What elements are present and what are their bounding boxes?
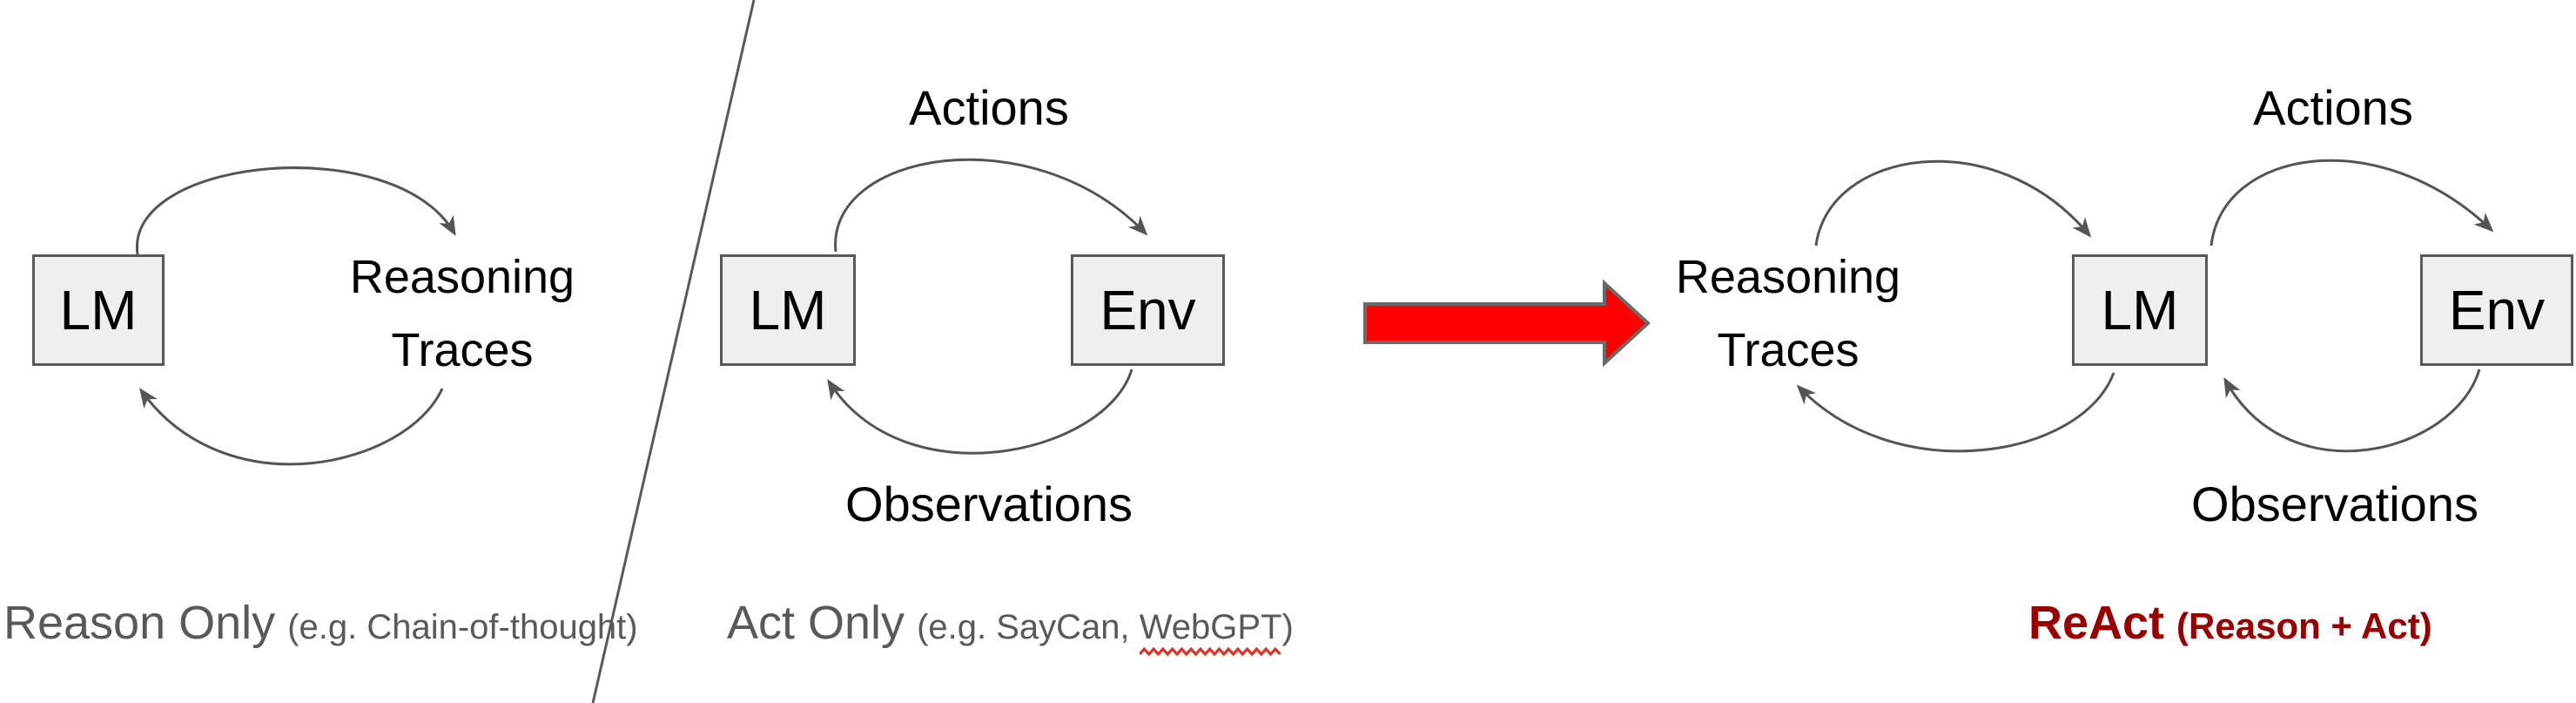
lm-node-label: LM: [2101, 279, 2179, 341]
caption-act-only-note: (e.g. SayCan, WebGPT): [917, 608, 1294, 656]
reasoning-traces-line1: Reasoning: [1675, 251, 1901, 303]
lm-node-reason-only: LM: [32, 254, 165, 366]
panel-divider-line: [591, 0, 756, 703]
react-reason-cycle-bottom-arc: [1796, 372, 2115, 453]
reasoning-traces-line2: Traces: [1717, 324, 1860, 376]
caption-act-only-webgpt: WebGPT: [1139, 608, 1282, 656]
actions-label-react: Actions: [2253, 80, 2413, 135]
spellcheck-squiggle-icon: [1139, 647, 1281, 656]
act-cycle-actions-arc: [834, 158, 1148, 253]
caption-reason-only-main: Reason Only: [3, 597, 276, 649]
reasoning-traces-line1: Reasoning: [349, 251, 575, 303]
caption-react-main: ReAct: [2028, 597, 2165, 649]
observations-label-react: Observations: [2191, 477, 2478, 531]
reason-cycle-top-arc: [136, 166, 456, 255]
caption-act-only-note-prefix: (e.g. SayCan,: [917, 608, 1140, 646]
env-node-label: Env: [1100, 279, 1196, 341]
reason-cycle-bottom-arc: [139, 388, 444, 466]
transition-arrow-icon: [1363, 279, 1651, 368]
caption-react: ReAct (Reason + Act): [2028, 599, 2432, 646]
react-reason-cycle-top-arc: [1814, 159, 2092, 247]
observations-label-act-only: Observations: [845, 477, 1133, 531]
actions-label-act-only: Actions: [909, 80, 1069, 135]
lm-node-label: LM: [59, 279, 138, 341]
reasoning-traces-line2: Traces: [391, 324, 534, 376]
react-observations-arc: [2223, 368, 2481, 453]
caption-react-note: (Reason + Act): [2176, 605, 2432, 646]
reasoning-traces-label-react: Reasoning Traces: [1676, 240, 1900, 387]
lm-node-react: LM: [2072, 254, 2208, 366]
lm-node-label: LM: [749, 279, 827, 341]
caption-act-only-note-suffix: ): [1281, 608, 1294, 646]
caption-act-only: Act Only(e.g. SayCan, WebGPT): [727, 597, 1294, 656]
caption-act-only-main: Act Only: [727, 597, 905, 649]
caption-reason-only: Reason Only (e.g. Chain-of-thought): [3, 599, 638, 646]
act-cycle-observations-arc: [827, 368, 1133, 455]
lm-node-act-only: LM: [720, 254, 856, 366]
react-actions-arc: [2209, 159, 2494, 247]
caption-reason-only-note: (e.g. Chain-of-thought): [287, 608, 638, 646]
env-node-label: Env: [2448, 279, 2546, 341]
caption-act-only-webgpt-text: WebGPT: [1139, 608, 1282, 646]
reasoning-traces-label-reason-only: Reasoning Traces: [350, 240, 575, 387]
env-node-act-only: Env: [1071, 254, 1225, 366]
env-node-react: Env: [2420, 254, 2573, 366]
